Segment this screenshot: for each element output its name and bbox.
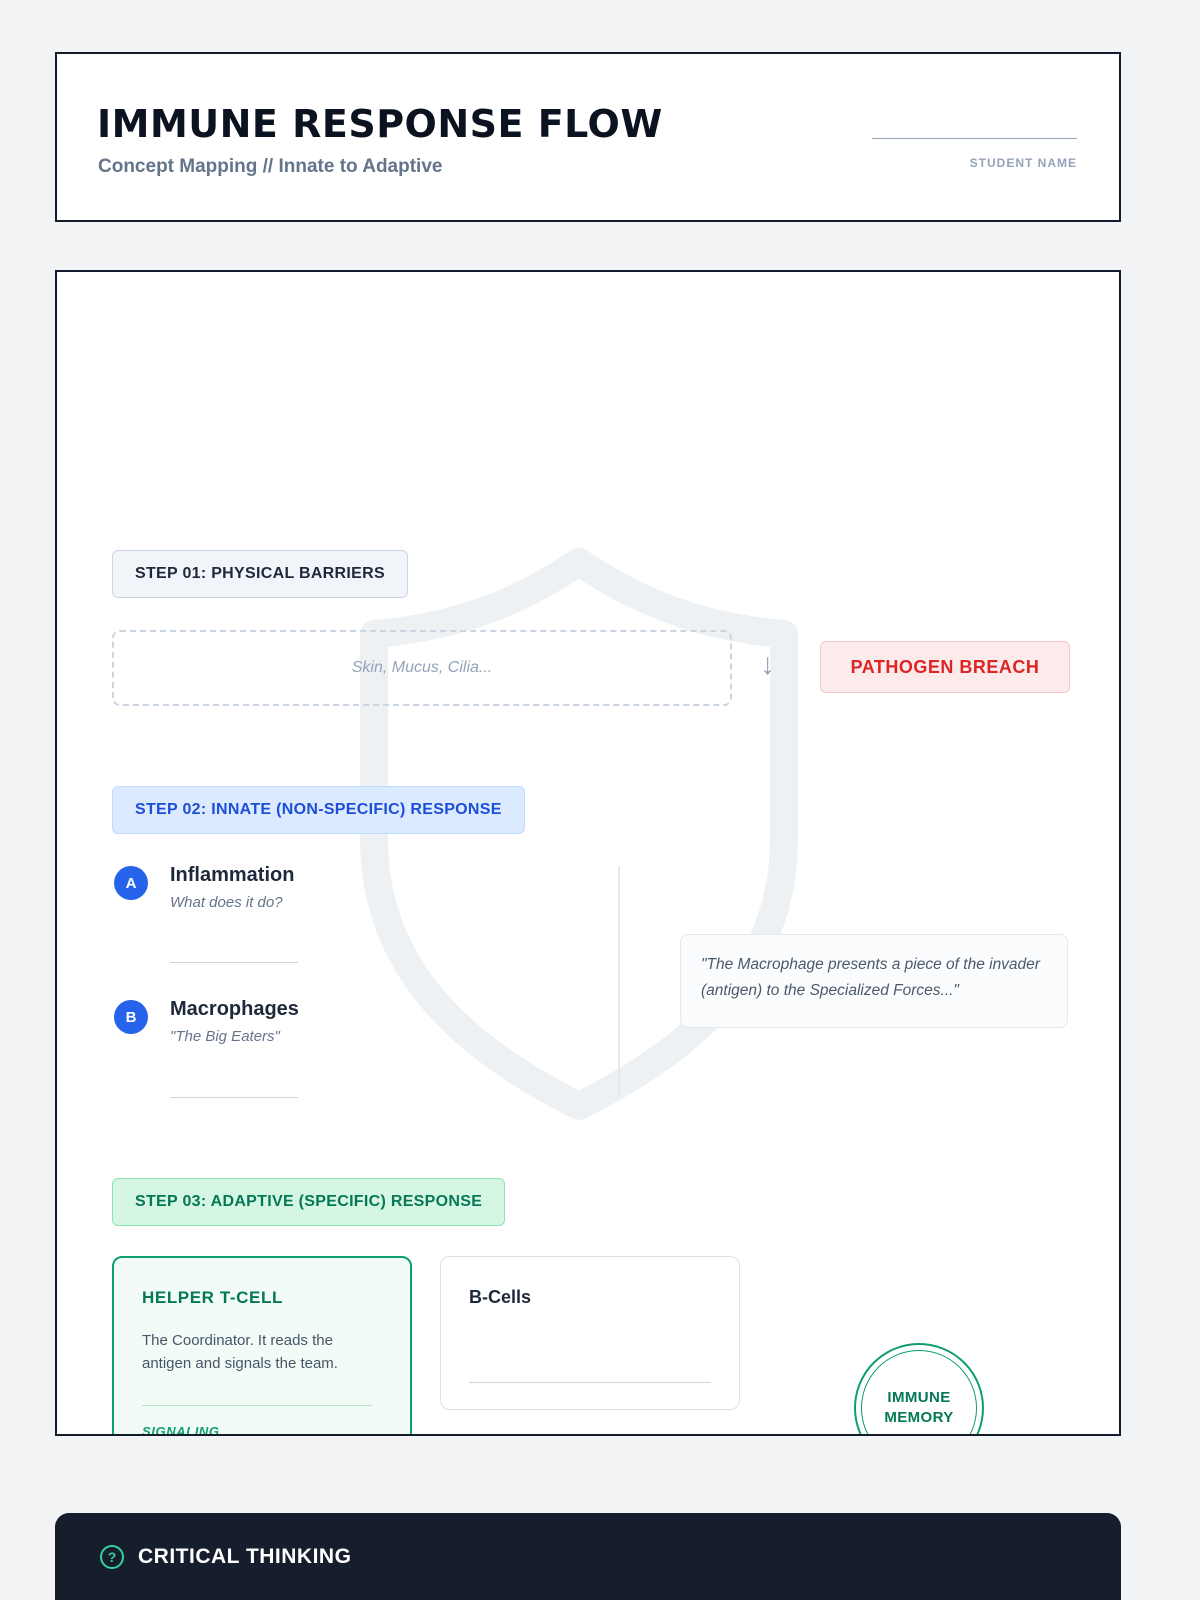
physical-barriers-input[interactable]: Skin, Mucus, Cilia...: [112, 630, 732, 706]
step1-badge: STEP 01: PHYSICAL BARRIERS: [112, 550, 408, 598]
down-arrow-icon: ↓: [760, 648, 775, 681]
immune-memory-line2: MEMORY: [884, 1409, 954, 1426]
page-subtitle: Concept Mapping // Innate to Adaptive: [98, 156, 443, 177]
item-b-marker: B: [114, 1000, 148, 1034]
item-a-title: Inflammation: [170, 864, 295, 886]
step3-badge: STEP 03: ADAPTIVE (SPECIFIC) RESPONSE: [112, 1178, 506, 1226]
pathogen-breach-badge: PATHOGEN BREACH: [820, 641, 1070, 693]
immune-memory-label: IMMUNE MEMORY: [861, 1350, 977, 1434]
header: IMMUNE RESPONSE FLOW Concept Mapping // …: [55, 52, 1121, 222]
helper-tcell-title: HELPER T-CELL: [142, 1288, 283, 1307]
bcells-title: B-Cells: [469, 1287, 532, 1307]
step2-badge: STEP 02: INNATE (NON-SPECIFIC) RESPONSE: [112, 786, 525, 834]
question-circle-icon: ?: [100, 1544, 124, 1569]
vertical-divider: [618, 866, 620, 1096]
item-b-subtitle: "The Big Eaters": [170, 1028, 280, 1045]
immune-memory-line1: IMMUNE: [887, 1388, 951, 1406]
page-title: IMMUNE RESPONSE FLOW: [97, 102, 663, 146]
helper-tcell-description: The Coordinator. It reads the antigen an…: [142, 1332, 338, 1372]
student-name-label: STUDENT NAME: [969, 156, 1077, 170]
immune-memory-stamp: IMMUNE MEMORY: [854, 1343, 984, 1434]
student-name-write-line[interactable]: [872, 138, 1077, 139]
item-a-write-line[interactable]: [170, 962, 298, 963]
bcells-card: B-Cells: [440, 1256, 740, 1410]
item-b-write-line[interactable]: [170, 1097, 298, 1098]
item-b-title: Macrophages: [170, 998, 299, 1020]
worksheet-body: STEP 01: PHYSICAL BARRIERS Skin, Mucus, …: [55, 270, 1121, 1436]
item-a-marker: A: [114, 866, 148, 900]
macrophage-quote: "The Macrophage presents a piece of the …: [680, 934, 1068, 1028]
helper-tcell-card: HELPER T-CELL The Coordinator. It reads …: [112, 1256, 412, 1436]
critical-thinking-title: CRITICAL THINKING: [138, 1544, 352, 1568]
item-a-subtitle: What does it do?: [170, 894, 283, 911]
shield-watermark-icon: [360, 548, 798, 1120]
signaling-label: SIGNALING...: [142, 1424, 233, 1436]
helper-card-divider: [142, 1405, 372, 1406]
critical-thinking-section: ? CRITICAL THINKING: [55, 1513, 1121, 1600]
bcells-write-line[interactable]: [469, 1382, 711, 1383]
